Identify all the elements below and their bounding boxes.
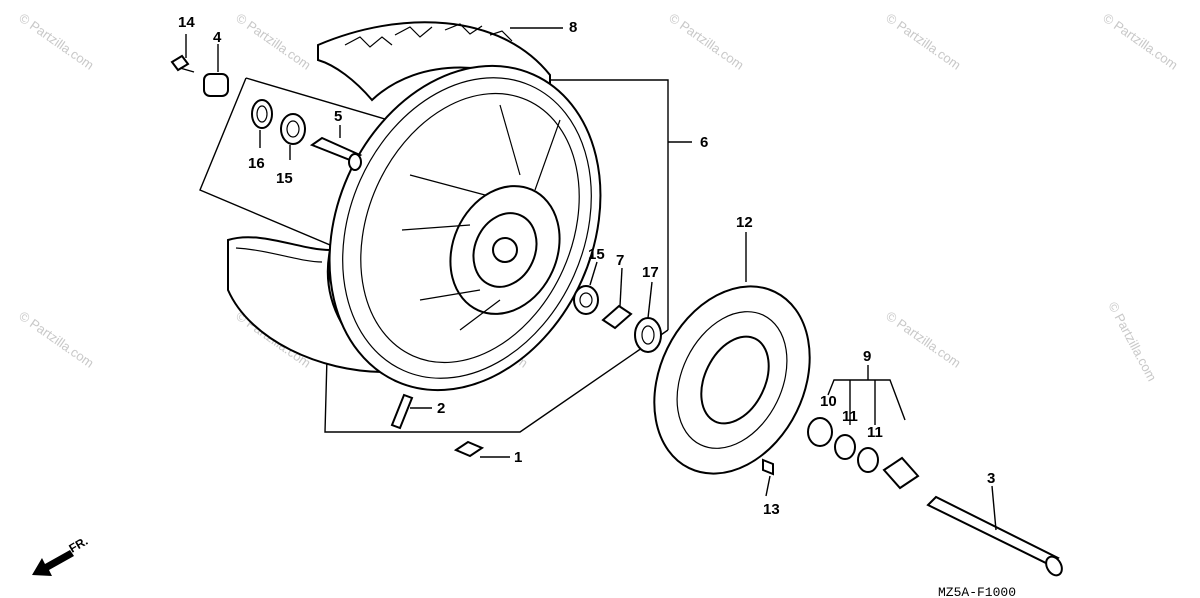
watermark: © Partzilla.com xyxy=(233,10,313,73)
callout-15-left: 15 xyxy=(276,170,293,187)
valve-and-clip xyxy=(390,393,485,458)
left-hub-parts xyxy=(170,54,363,171)
wheel-rim-part xyxy=(328,64,602,392)
callout-5: 5 xyxy=(334,108,342,125)
callout-17: 17 xyxy=(642,264,659,281)
axle-part xyxy=(926,495,1063,577)
callout-7: 7 xyxy=(616,252,624,269)
callout-13: 13 xyxy=(763,501,780,518)
callout-4: 4 xyxy=(213,29,222,46)
front-direction-indicator: FR. xyxy=(32,534,90,576)
callout-16: 16 xyxy=(248,155,265,172)
watermark: © Partzilla.com xyxy=(666,10,746,73)
callout-8: 8 xyxy=(569,19,577,36)
watermark: © Partzilla.com xyxy=(1105,299,1159,383)
callout-12: 12 xyxy=(736,214,753,231)
watermark: © Partzilla.com xyxy=(883,308,963,371)
watermark: © Partzilla.com xyxy=(1100,10,1180,73)
callout-2: 2 xyxy=(437,400,445,417)
watermark: © Partzilla.com xyxy=(16,308,96,371)
watermark: © Partzilla.com xyxy=(883,10,963,73)
disc-bolt xyxy=(762,458,774,476)
callout-9: 9 xyxy=(863,348,871,365)
callout-6: 6 xyxy=(700,134,708,151)
right-hub-parts xyxy=(573,285,662,353)
callout-3: 3 xyxy=(987,470,995,487)
leader-lines xyxy=(185,27,997,531)
callout-labels: 14 4 8 5 6 16 15 12 15 7 17 9 10 11 11 2… xyxy=(178,14,995,518)
callout-14: 14 xyxy=(178,14,195,31)
speedometer-gearbox-parts xyxy=(807,379,920,490)
watermark: © Partzilla.com xyxy=(16,10,96,73)
brake-disc-part xyxy=(653,285,811,475)
callout-11-a: 11 xyxy=(842,408,858,425)
callout-1: 1 xyxy=(514,449,522,466)
drawing-code: MZ5A-F1000 xyxy=(938,585,1016,598)
callout-10: 10 xyxy=(820,393,837,410)
callout-11-b: 11 xyxy=(867,424,883,441)
front-arrow-icon xyxy=(32,550,74,576)
callout-15-right: 15 xyxy=(588,246,605,263)
